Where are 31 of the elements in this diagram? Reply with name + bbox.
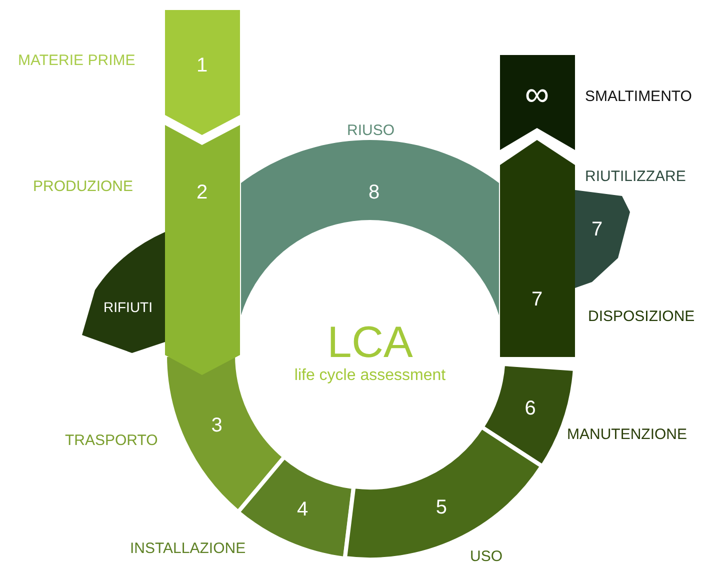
stage-arc [241,140,499,316]
center-title: LCA [327,321,413,365]
stage-name: PRODUZIONE [33,178,134,195]
stage-name: RIUTILIZZARE [585,168,686,185]
stage-name: MATERIE PRIME [18,52,136,69]
stage-number: 7 [531,288,543,312]
stage-tab [575,190,630,288]
stage-number: 5 [436,496,447,520]
stage-number: 8 [368,182,380,204]
stage-number: 7 [591,218,603,242]
stage-number: 4 [297,498,308,522]
stage-label: RIFIUTI [104,299,152,315]
stage-number: 3 [211,414,222,438]
stage-name: DISPOSIZIONE [588,308,695,325]
stage-name: RIUSO [347,122,395,139]
stage-number: 6 [524,397,536,420]
stage-number: 1 [196,54,208,78]
stage-name: INSTALLAZIONE [130,540,246,557]
stage-name: USO [470,548,503,565]
stage-name: SMALTIMENTO [585,88,692,105]
waste-tab [82,232,165,353]
center-subtitle: life cycle assessment [294,367,446,385]
stage-number: ∞ [524,76,550,114]
stage-segment [165,10,240,135]
stage-segment [500,55,575,150]
stage-segment [165,125,240,375]
stage-name: TRASPORTO [65,432,158,449]
stage-number: 2 [196,182,208,204]
stage-segment [500,140,575,357]
stage-name: MANUTENZIONE [567,426,687,443]
stage-arc [345,427,542,560]
